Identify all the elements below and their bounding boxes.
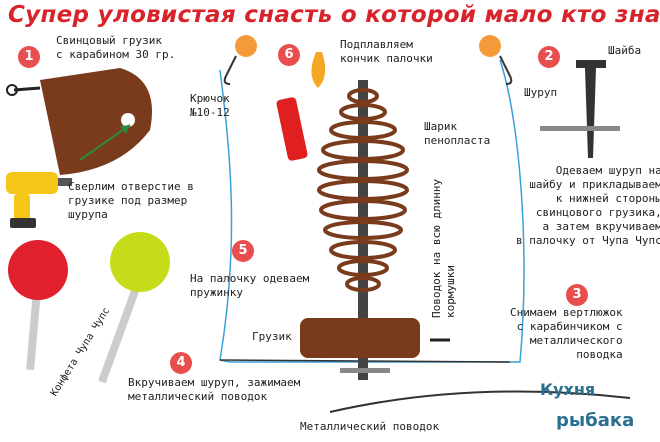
lighter bbox=[276, 97, 308, 161]
step-badge-2: 2 bbox=[538, 46, 560, 68]
foam-ball-right bbox=[479, 35, 501, 57]
screw-head bbox=[576, 60, 606, 68]
label-drill: Сверлим отверстие в грузике под размер ш… bbox=[68, 180, 194, 221]
screw bbox=[585, 68, 596, 158]
label-melt: Подплавляем кончик палочки bbox=[340, 38, 433, 65]
washer-bottom bbox=[340, 368, 390, 373]
lead-sinker-shape bbox=[40, 68, 152, 175]
label-swivel: Снимаем вертлюжок с карабинчиком с метал… bbox=[510, 306, 623, 361]
flame bbox=[311, 52, 326, 88]
sinker-swivel bbox=[13, 86, 41, 92]
lollipop-red bbox=[8, 240, 68, 300]
label-sinker: Свинцовый грузик с карабином 30 гр. bbox=[56, 34, 176, 61]
label-washer: Шайба bbox=[608, 44, 642, 57]
feeder-sinker bbox=[300, 318, 420, 358]
lollipop-green bbox=[110, 232, 170, 292]
step-badge-5: 5 bbox=[232, 240, 254, 262]
pointer-arrow bbox=[79, 124, 131, 161]
fishing-line bbox=[219, 59, 525, 363]
label-leash-length: Поводок на всю длинну кормушки bbox=[430, 178, 457, 318]
label-metal-leash: Металлический поводок bbox=[300, 420, 440, 433]
lollipop-stick-green bbox=[98, 286, 140, 384]
feeder-spring bbox=[317, 88, 409, 292]
foam-ball-left bbox=[235, 35, 257, 57]
step-badge-6: 6 bbox=[278, 44, 300, 66]
label-screw: Шуруп bbox=[524, 86, 558, 99]
sinker-hole bbox=[121, 113, 135, 127]
label-screw-steps: Одеваем шуруп на шайбу и прикладываем к … bbox=[516, 164, 660, 247]
step-badge-4: 4 bbox=[170, 352, 192, 374]
label-hook: Крючок №10-12 bbox=[190, 92, 230, 119]
label-screw-in: Вкручиваем шуруп, зажимаем металлический… bbox=[128, 376, 301, 403]
step-badge-1: 1 bbox=[18, 46, 40, 68]
washer bbox=[540, 126, 620, 131]
lollipop-stick-red bbox=[26, 279, 42, 371]
label-spring: На палочку одеваем пружинку bbox=[190, 272, 310, 299]
watermark-line1: Кухня bbox=[540, 380, 596, 399]
bottom-metal-leash bbox=[329, 390, 631, 413]
drill-body bbox=[6, 172, 58, 194]
watermark-line2: рыбака bbox=[556, 410, 635, 431]
label-weight: Грузик bbox=[252, 330, 292, 343]
feeder-stick bbox=[358, 80, 368, 380]
label-foam: Шарик пенопласта bbox=[424, 120, 491, 147]
page-title: Супер уловистая снасть о которой мало кт… bbox=[8, 2, 660, 28]
step-badge-3: 3 bbox=[566, 284, 588, 306]
